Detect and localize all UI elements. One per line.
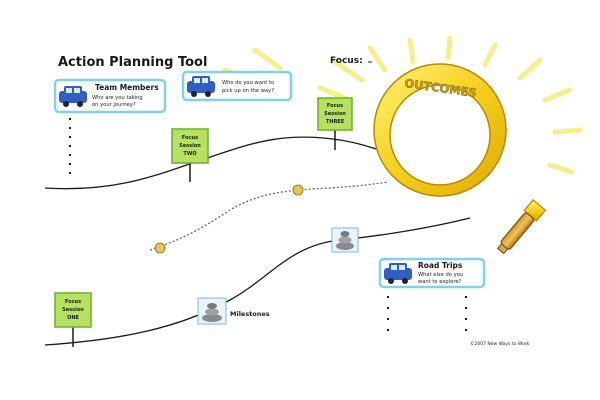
- sign-two-line-3: TWO: [183, 151, 196, 157]
- pickup-line-2: pick up on the way?: [222, 88, 274, 94]
- magnifying-glass-icon: [373, 63, 547, 255]
- tumbleweed-icon: [154, 184, 304, 254]
- focus-session-three-sign: Focus Session THREE: [317, 97, 353, 150]
- sign-one-line-2: Session: [62, 307, 84, 313]
- sign-one-line-1: Focus: [65, 299, 81, 305]
- sign-three-line-2: Session: [324, 111, 346, 117]
- road-middle-dashed: [149, 181, 389, 251]
- car-icon: [187, 76, 215, 97]
- sign-two-line-2: Session: [179, 143, 201, 149]
- sign-two-line-1: Focus: [182, 135, 198, 141]
- car-icon: [59, 86, 87, 107]
- road-upper: [44, 136, 381, 190]
- focus-session-two-sign: Focus Session TWO: [171, 128, 209, 182]
- road-trips-box: Road Trips What else do you want to expl…: [378, 257, 486, 289]
- road-lower: [44, 217, 471, 346]
- road-trips-line-1: What else do you: [418, 272, 463, 278]
- sign-three-line-1: Focus: [327, 103, 343, 109]
- road-trips-line-2: want to explore?: [418, 279, 462, 285]
- team-members-box: Team Members Who are you taking on your …: [53, 78, 167, 114]
- team-members-line-1: Who are you taking: [92, 95, 143, 101]
- roads: [44, 136, 471, 346]
- team-members-title: Team Members: [95, 83, 159, 92]
- focus-session-one-sign: Focus Session ONE: [54, 292, 92, 347]
- focus-label: Focus:: [330, 56, 363, 66]
- sign-three-line-3: THREE: [326, 119, 345, 125]
- milestone-rocks-icon: [331, 227, 359, 253]
- copyright-text: ©2007 New Ways to Work: [470, 340, 530, 347]
- page-title: Action Planning Tool: [58, 55, 207, 70]
- car-icon: [384, 263, 412, 284]
- milestones-label: Milestones: [230, 310, 270, 318]
- road-trips-title: Road Trips: [418, 261, 463, 270]
- sign-one-line-3: ONE: [67, 315, 79, 321]
- pickup-line-1: Who do you want to: [222, 80, 274, 86]
- milestone-rocks-icon: [197, 297, 227, 325]
- team-members-line-2: on your journey?: [92, 102, 136, 108]
- pickup-box: Who do you want to pick up on the way?: [181, 70, 293, 102]
